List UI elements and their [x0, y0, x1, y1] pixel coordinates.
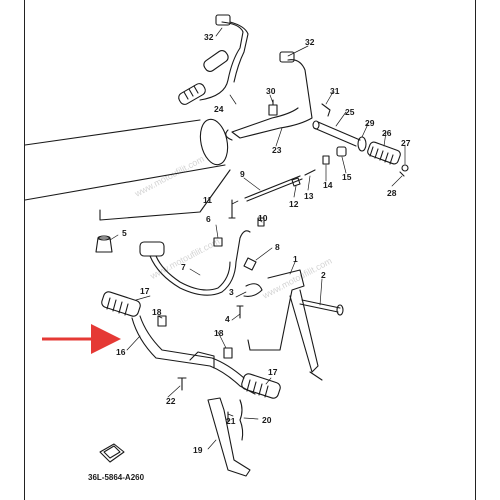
- callout-26: 26: [382, 128, 392, 138]
- callout-30: 30: [266, 86, 276, 96]
- callout-6: 6: [206, 214, 211, 224]
- callout-16: 16: [116, 347, 126, 357]
- part-5-rubber: [95, 235, 113, 253]
- part-22-bolt: [177, 377, 187, 391]
- callout-25: 25: [345, 107, 355, 117]
- part-3-spring: [243, 283, 263, 297]
- part-14-nut: [322, 155, 330, 165]
- diagram-code-icon: [99, 443, 125, 463]
- part-18-bolt: [157, 315, 167, 327]
- callout-18-lower: 18: [214, 328, 224, 338]
- callout-3: 3: [229, 287, 234, 297]
- callout-4: 4: [225, 314, 230, 324]
- frame-left-border: [24, 0, 25, 500]
- callout-28: 28: [387, 188, 397, 198]
- part-23-linkage: [225, 51, 313, 141]
- callout-29: 29: [365, 118, 375, 128]
- watermark-text: www.motoufilit.com: [148, 236, 222, 281]
- callout-1: 1: [293, 254, 298, 264]
- frame-right-border: [475, 0, 476, 500]
- part-15-bracket: [336, 146, 347, 157]
- part-7-brake-pedal: [139, 230, 251, 296]
- part-20-spring: [239, 399, 244, 441]
- callout-14: 14: [323, 180, 333, 190]
- callout-22: 22: [166, 396, 176, 406]
- diagram-code-label: 36L-5864-A260: [88, 473, 145, 482]
- watermark-text: www.motoufilit.com: [132, 154, 206, 199]
- callout-24: 24: [214, 104, 224, 114]
- callout-15: 15: [342, 172, 352, 182]
- callout-10: 10: [258, 213, 268, 223]
- callout-23: 23: [272, 145, 282, 155]
- callout-13: 13: [304, 191, 314, 201]
- callout-17: 17: [140, 286, 150, 296]
- part-26-footrest: [367, 141, 401, 165]
- part-6-bolt: [213, 237, 223, 247]
- leader-lines: [109, 27, 406, 450]
- callout-7: 7: [181, 262, 186, 272]
- callout-31: 31: [330, 86, 340, 96]
- callout-11: 11: [203, 195, 212, 205]
- callout-17: 17: [268, 367, 278, 377]
- part-27-washer: [401, 164, 409, 172]
- part-11-pin: [228, 199, 236, 219]
- callout-32: 32: [204, 32, 214, 42]
- callout-21: 21: [226, 416, 236, 426]
- callout-20: 20: [262, 415, 272, 425]
- callout-18: 18: [152, 307, 162, 317]
- callout-32: 32: [305, 37, 315, 47]
- part-19-side-stand: [207, 397, 251, 477]
- part-4-pin: [236, 305, 244, 319]
- callout-2: 2: [321, 270, 326, 280]
- part-16-bracket: [131, 315, 256, 395]
- muffler-outline: [24, 118, 231, 221]
- callout-5: 5: [122, 228, 127, 238]
- part-8-bracket: [243, 257, 257, 271]
- part-17-footpeg-left: [101, 291, 141, 317]
- part-24-shift-pedal: [178, 14, 249, 105]
- part-12-nut: [291, 177, 301, 187]
- part-18-bolt-lower: [223, 347, 233, 359]
- part-25-shaft: [312, 120, 361, 147]
- part-29-washer: [357, 136, 367, 152]
- part-17-footpeg-right: [241, 373, 281, 399]
- callout-labels: 32 32 24 30 31 25 29 26 27 28 23 14 15 9…: [116, 32, 411, 455]
- part-28-pin: [399, 171, 405, 177]
- callout-12: 12: [289, 199, 299, 209]
- callout-27: 27: [401, 138, 411, 148]
- part-31-clip: [321, 103, 331, 117]
- part-1-main-stand: [247, 269, 323, 381]
- callout-8: 8: [275, 242, 280, 252]
- callout-19: 19: [193, 445, 203, 455]
- part-13-spring: [304, 169, 316, 176]
- part-10-nut: [257, 217, 265, 227]
- part-2-pivot-bolt: [299, 299, 344, 316]
- callout-9: 9: [240, 169, 245, 179]
